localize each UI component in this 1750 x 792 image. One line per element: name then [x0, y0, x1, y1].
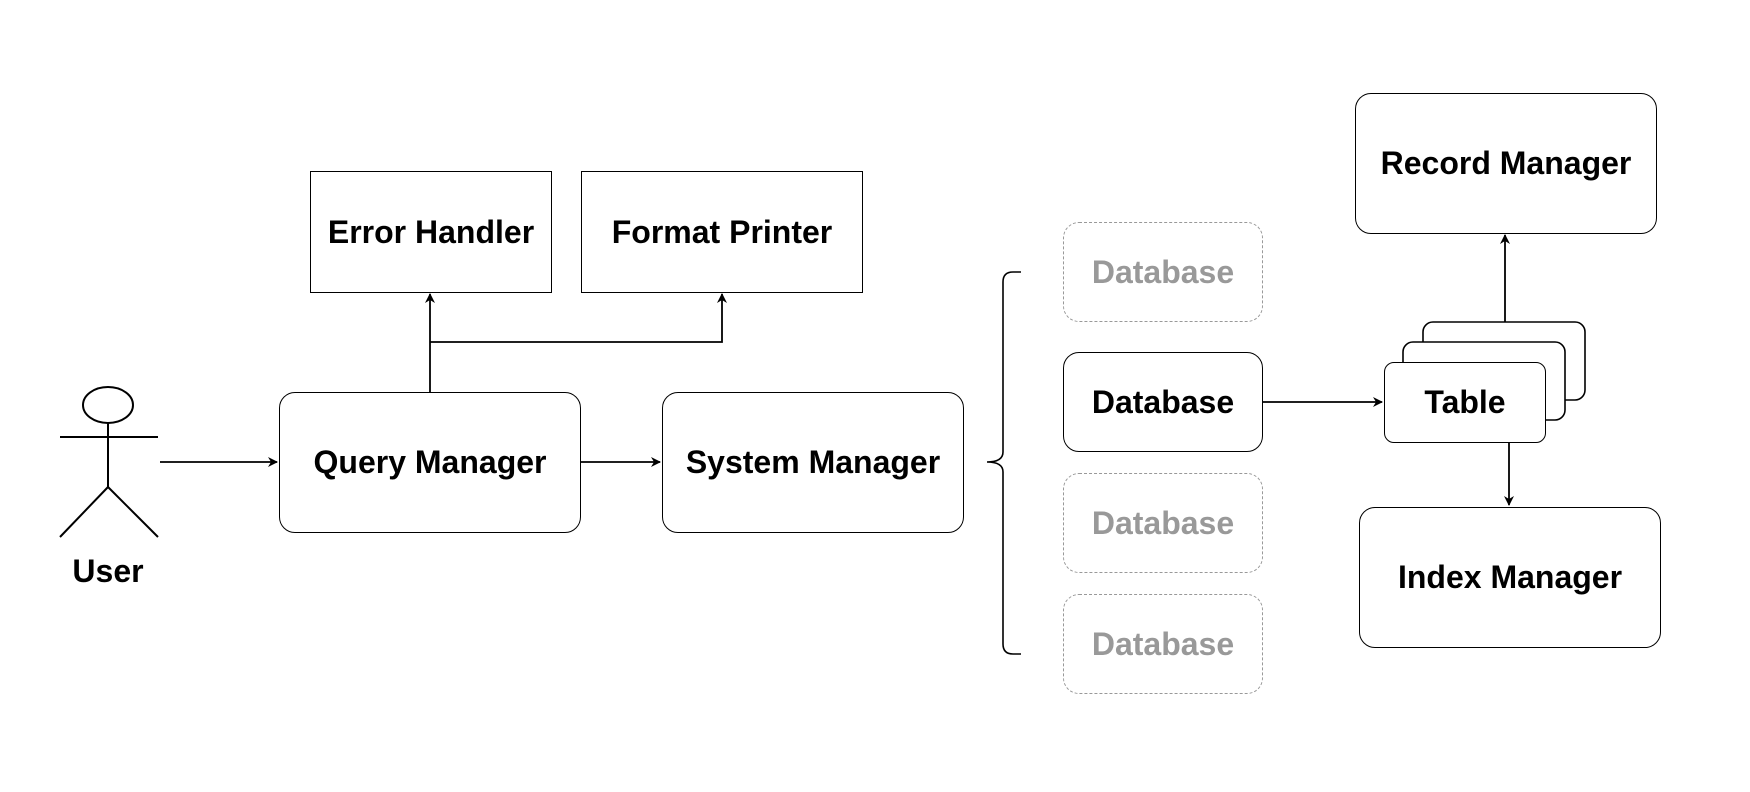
- database-group-brace: [986, 271, 1021, 655]
- record-manager-node: Record Manager: [1355, 93, 1657, 234]
- error-handler-node: Error Handler: [310, 171, 552, 293]
- database-node-active: Database: [1063, 352, 1263, 452]
- user-actor-icon: [59, 386, 159, 538]
- database-node-inactive-3: Database: [1063, 594, 1263, 694]
- query-manager-node: Query Manager: [279, 392, 581, 533]
- format-printer-node: Format Printer: [581, 171, 863, 293]
- user-label: User: [72, 553, 144, 589]
- database-node-inactive-1: Database: [1063, 222, 1263, 322]
- table-node: Table: [1384, 362, 1546, 443]
- index-manager-node: Index Manager: [1359, 507, 1661, 648]
- database-node-inactive-2: Database: [1063, 473, 1263, 573]
- arrow-query-to-format-printer: [430, 293, 727, 343]
- system-manager-node: System Manager: [662, 392, 964, 533]
